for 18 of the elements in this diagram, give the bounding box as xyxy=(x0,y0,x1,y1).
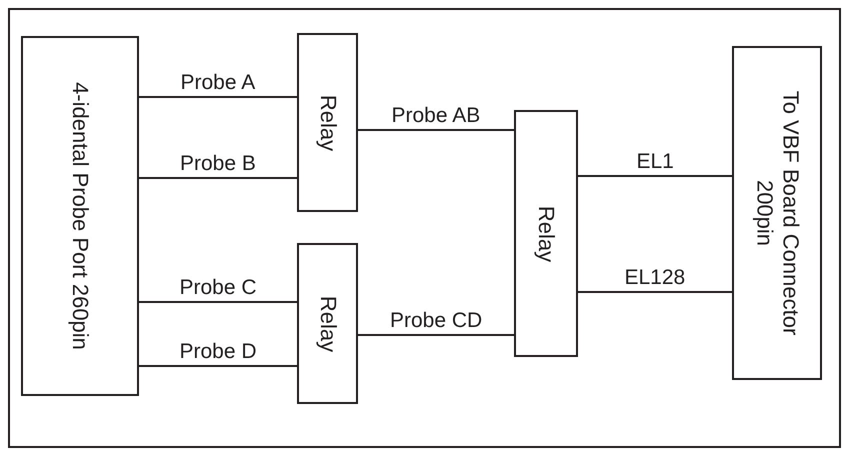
connector-line xyxy=(139,177,297,179)
connector-line xyxy=(578,175,732,177)
relay-box xyxy=(514,110,578,357)
connector-line xyxy=(358,129,514,131)
node-label: Relay xyxy=(533,204,560,264)
node-label: Relay xyxy=(314,93,341,153)
connector-line xyxy=(139,96,297,98)
connector-line xyxy=(139,301,297,303)
connector-line xyxy=(139,365,297,367)
connector-line xyxy=(358,334,514,336)
node-label: Relay xyxy=(314,294,341,354)
relay-box xyxy=(297,33,358,212)
node-label: To VBF Board Connector 200pin xyxy=(751,90,804,338)
connector-line xyxy=(578,291,732,293)
node-label: 4-idental Probe Port 260pin xyxy=(67,81,94,352)
connector-box xyxy=(732,46,822,380)
port-box xyxy=(21,36,139,396)
relay-box xyxy=(297,243,358,404)
